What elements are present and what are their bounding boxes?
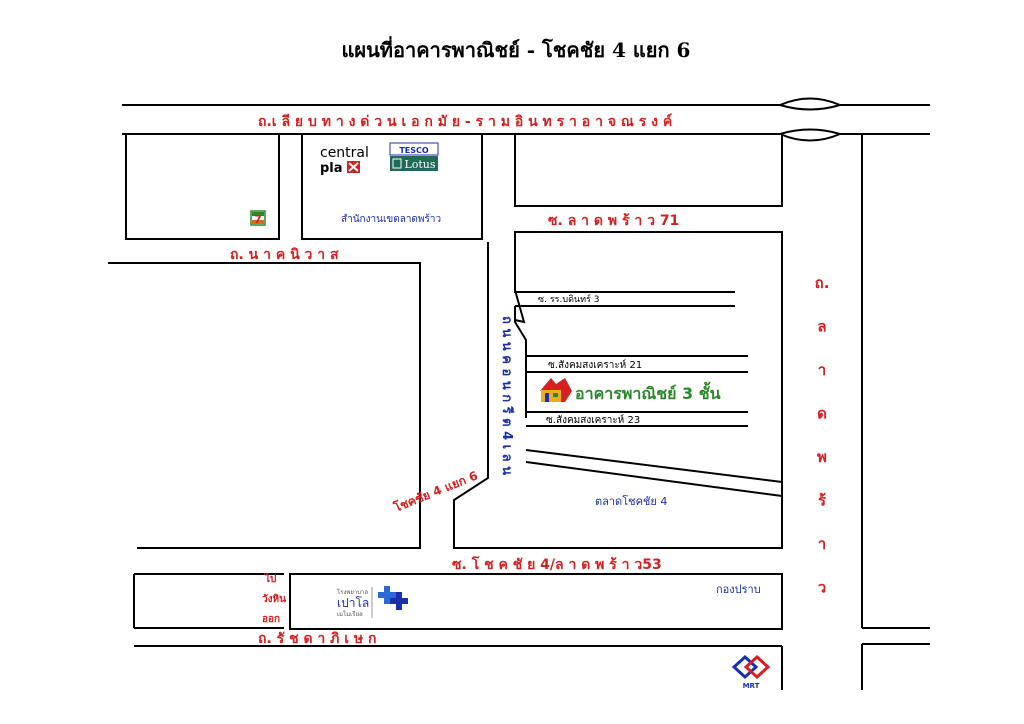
market-label: ตลาดโชคชัย 4: [595, 494, 667, 508]
ladprao-char: ล: [817, 318, 826, 336]
soi-label-sangkhom-23: ซ.สังคมสงเคราะห์ 23: [546, 414, 640, 426]
road-label-ladprao: ถ.ลาดพร้าว: [815, 274, 830, 597]
mrt-logo-icon: MRT: [731, 654, 771, 690]
hospital-label-2: เปาโล: [337, 596, 369, 610]
road-label-expressway: ถ.เ ลี ย บ ท า ง ด่ ว น เ อ ก มั ย - ร า…: [258, 113, 672, 130]
road-label-soi-ladprao-71: ซ. ล า ด พ ร้ า ว 71: [548, 213, 679, 229]
seven-eleven-icon: 7: [250, 210, 266, 226]
road-label-ratchadaphisek: ถ. รั ช ด า ภิ เ ษ ก: [258, 631, 376, 647]
direction-label-2: วังหิน: [262, 593, 286, 605]
svg-text:TESCO: TESCO: [399, 146, 429, 155]
central-logo-line2: pla a: [320, 161, 356, 176]
ladprao-char: ด: [817, 405, 827, 423]
hospital-label-1: โรงพยาบาล: [337, 588, 368, 596]
svg-text:MRT: MRT: [743, 682, 760, 690]
soi-label-ror-bandit: ซ. รร.บดินทร์ 3: [538, 293, 599, 305]
soi-lines: [514, 232, 783, 497]
target-building-label: อาคารพาณิชย์ 3 ชั้น: [575, 381, 721, 403]
road-label-concrete: ถ น น ค อ น ก รี ต 4 เ ล น: [499, 316, 515, 475]
map-title: แผนที่อาคารพาณิชย์ - โชคชัย 4 แยก 6: [342, 35, 691, 62]
tesco-lotus-logo: TESCO Lotus: [389, 142, 439, 171]
direction-label-1: ไป: [264, 572, 276, 585]
ladprao-char: พ: [817, 448, 827, 466]
soi-label-sangkhom-21: ซ.สังคมสงเคราะห์ 21: [548, 359, 642, 371]
direction-label-3: ออก: [262, 614, 280, 625]
central-logo-line1: central: [320, 145, 369, 161]
central-logo-icon: [347, 161, 360, 173]
road-label-soi-chokchai4: ซ. โ ช ค ชั ย 4/ล า ด พ ร้ า ว53: [452, 555, 662, 573]
road-label-nak-niwat: ถ. น า ค นิ ว า ส: [230, 247, 339, 263]
ladprao-char: ร้: [818, 492, 827, 510]
hospital-label-3: เมโมเรียล: [337, 610, 363, 618]
hospital-cross-icon: [378, 586, 408, 610]
district-office-label: สำนักงานเขตลาดพร้าว: [341, 213, 441, 225]
svg-text:Lotus: Lotus: [404, 158, 435, 171]
house-icon: [540, 378, 572, 402]
police-label: กองปราบ: [716, 583, 761, 596]
ladprao-char: า: [818, 361, 826, 379]
ladprao-char: า: [818, 535, 826, 553]
block-north-east: [514, 133, 783, 207]
ladprao-char: ถ.: [815, 274, 830, 292]
ladprao-char: ว: [818, 579, 826, 597]
city-blocks: [125, 133, 783, 630]
svg-text:7: 7: [254, 213, 262, 226]
